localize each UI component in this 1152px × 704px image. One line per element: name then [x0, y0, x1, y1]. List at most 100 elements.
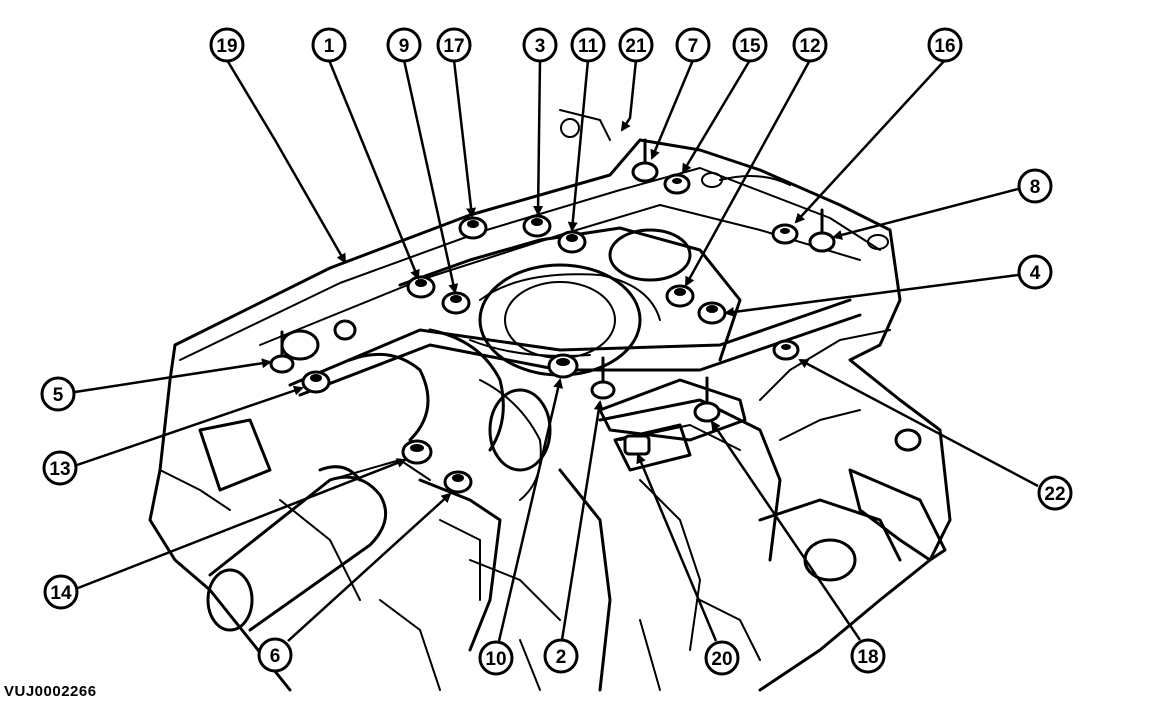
callout-5: 5 [40, 376, 76, 412]
bolt-3 [522, 214, 552, 238]
leader-line-11 [567, 59, 590, 232]
callout-label: 15 [739, 36, 761, 57]
callout-circle [543, 638, 579, 674]
leader-line-4 [724, 273, 1019, 317]
callout-label: 14 [50, 583, 72, 604]
leader-line-19 [225, 59, 347, 264]
callout-9: 9 [386, 27, 422, 63]
leader-line-8 [832, 187, 1019, 240]
callout-12: 12 [792, 27, 828, 63]
callout-1: 1 [311, 27, 347, 63]
bolt-9 [441, 291, 471, 315]
leader-line-18 [710, 420, 862, 641]
callout-label: 12 [799, 36, 820, 57]
bolt-16 [771, 223, 799, 245]
callout-label: 20 [711, 649, 732, 670]
leader-line-3 [533, 59, 544, 216]
callout-label: 18 [857, 647, 878, 668]
leader-line-16 [794, 59, 946, 224]
callout-label: 7 [688, 36, 699, 57]
callout-label: 19 [216, 36, 237, 57]
engine-block-illustration [148, 109, 952, 692]
callout-label: 21 [625, 36, 647, 57]
callout-circle [311, 27, 347, 63]
bolt-14 [401, 439, 433, 465]
callout-circle [792, 27, 828, 63]
bolt-22 [772, 339, 800, 361]
callout-2: 2 [543, 638, 579, 674]
leader-line-6 [287, 492, 452, 642]
callout-22: 22 [1037, 475, 1073, 511]
callout-19: 19 [209, 27, 245, 63]
bolt-13 [301, 370, 331, 394]
bolt-18 [693, 376, 721, 423]
leader-line-12 [684, 59, 812, 287]
leader-line-7 [650, 59, 695, 160]
leader-line-5 [74, 358, 272, 394]
callout-label: 8 [1030, 177, 1041, 198]
bolt-12 [665, 284, 695, 308]
callout-circle [704, 640, 740, 676]
leader-line-17 [452, 59, 477, 218]
callout-circle [732, 27, 768, 63]
bolt-4 [697, 301, 727, 325]
callout-circle [522, 27, 558, 63]
bolt-20 [623, 434, 651, 456]
callout-18: 18 [850, 638, 886, 674]
callout-circle [42, 450, 78, 486]
callout-8: 8 [1017, 168, 1053, 204]
callout-circle [1017, 254, 1053, 290]
callout-label: 1 [324, 36, 335, 57]
bolt-1 [406, 275, 436, 299]
bolt-15 [663, 173, 691, 195]
callout-label: 11 [578, 36, 599, 57]
callout-circle [436, 27, 472, 63]
callout-circle [386, 27, 422, 63]
callout-label: 9 [399, 36, 410, 57]
callout-circle [675, 27, 711, 63]
callout-circle [209, 27, 245, 63]
callout-label: 17 [443, 36, 464, 57]
leader-line-14 [77, 458, 407, 590]
leader-line-1 [327, 59, 420, 280]
callout-4: 4 [1017, 254, 1053, 290]
callout-circle [618, 27, 654, 63]
callout-13: 13 [42, 450, 78, 486]
callout-label: 13 [49, 459, 70, 480]
leader-line-15 [681, 59, 752, 174]
callout-circle [850, 638, 886, 674]
callout-17: 17 [436, 27, 472, 63]
callout-11: 11 [570, 27, 606, 63]
leader-line-9 [402, 59, 459, 294]
callout-circle [1037, 475, 1073, 511]
bolt-2 [590, 356, 616, 400]
leader-line-10 [497, 378, 564, 642]
callout-label: 10 [485, 649, 506, 670]
leader-line-22 [798, 358, 1039, 488]
callout-15: 15 [732, 27, 768, 63]
callout-label: 3 [535, 36, 546, 57]
bolt-11 [557, 230, 587, 254]
callout-circle [257, 637, 293, 673]
callout-label: 2 [556, 647, 567, 668]
leader-line-21 [620, 59, 638, 132]
callout-14: 14 [43, 574, 79, 610]
callout-circle [927, 27, 963, 63]
callout-10: 10 [478, 640, 514, 676]
callout-label: 4 [1030, 263, 1041, 284]
callout-circle [570, 27, 606, 63]
callout-circle [478, 640, 514, 676]
bolt-7 [631, 138, 659, 183]
callout-6: 6 [257, 637, 293, 673]
callout-label: 16 [934, 36, 955, 57]
bolt-6 [443, 470, 473, 494]
callout-label: 6 [270, 646, 281, 667]
bolt-17 [458, 216, 488, 240]
callout-circle [1017, 168, 1053, 204]
leader-line-2 [560, 400, 604, 641]
callout-circle [43, 574, 79, 610]
callout-21: 21 [618, 27, 654, 63]
figure-code: VUJ0002266 [4, 683, 97, 700]
